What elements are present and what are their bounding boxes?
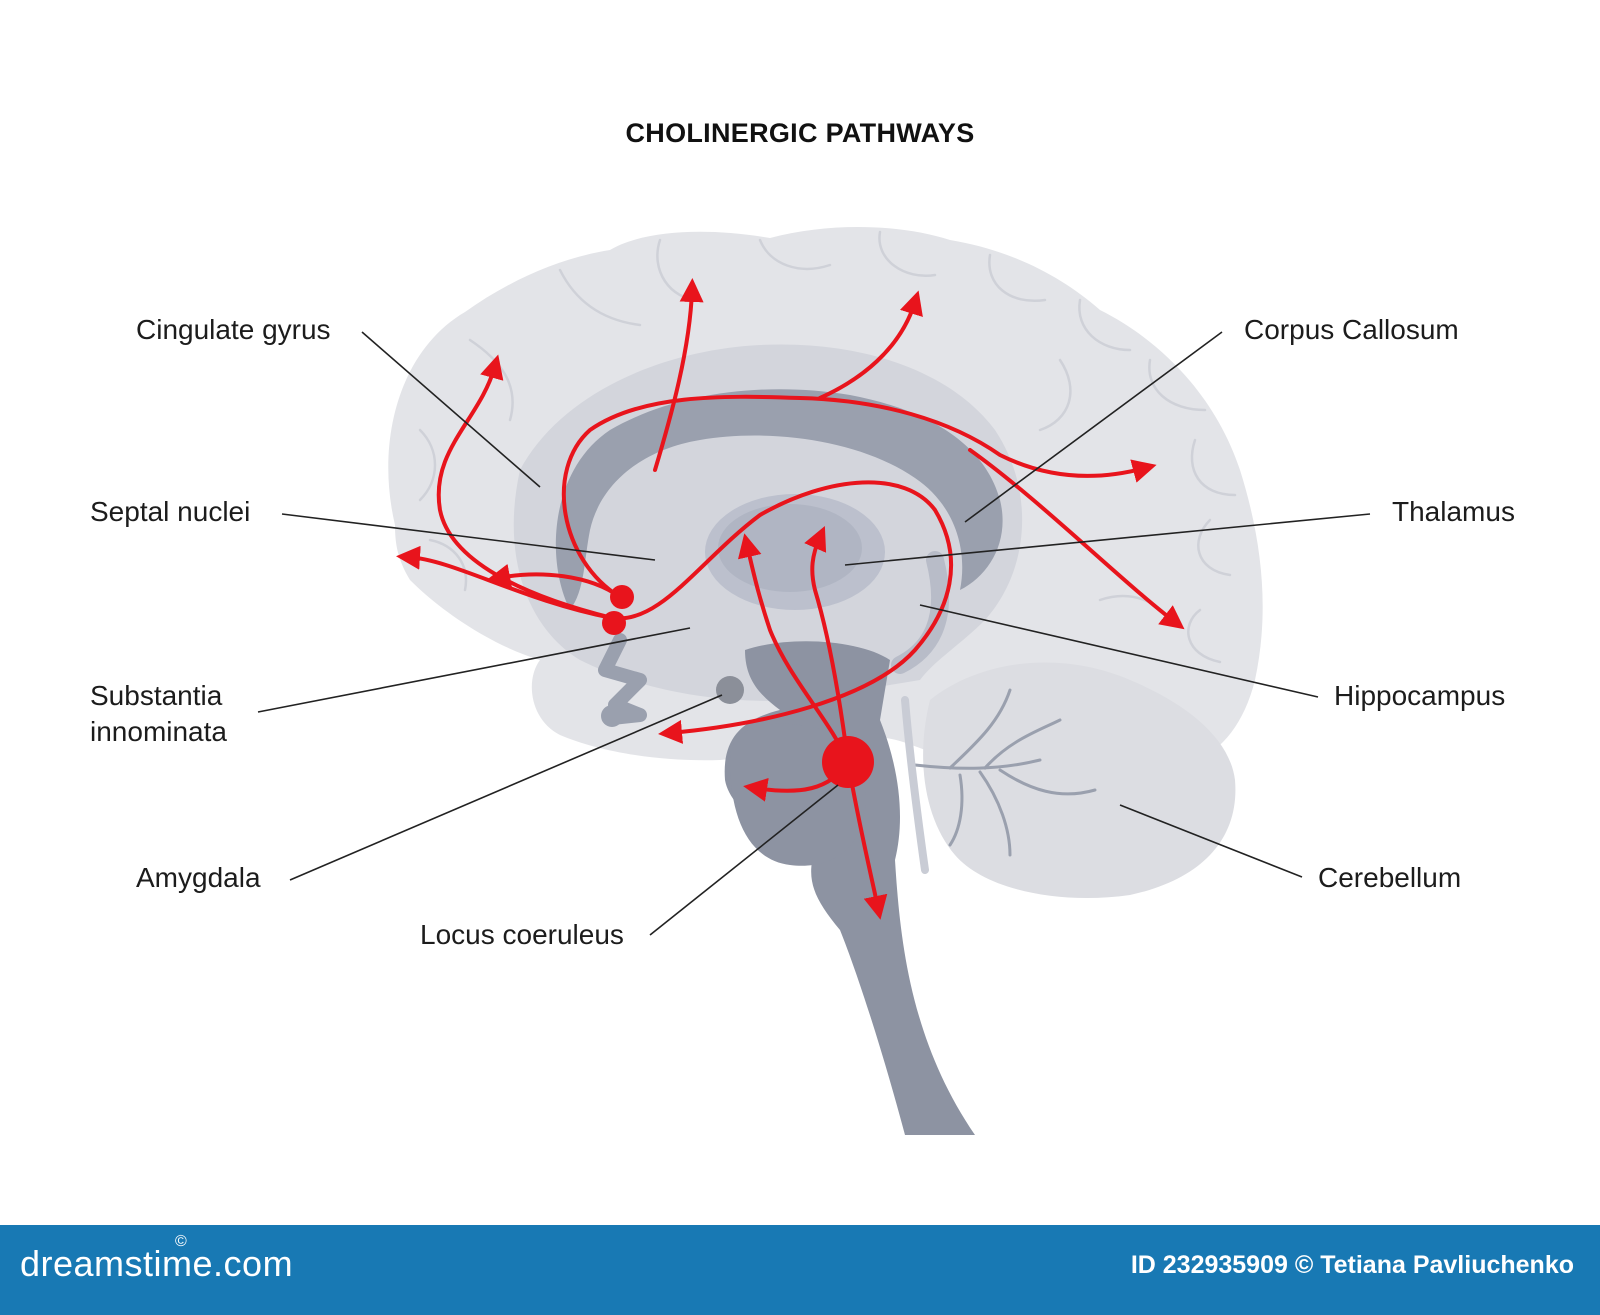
leader-cingulate xyxy=(361,331,541,488)
cholinergic-pathways xyxy=(396,278,1185,920)
leader-locus xyxy=(649,784,839,936)
cortex-gyri xyxy=(418,230,1237,664)
image-credit: ID 232935909 © Tetiana Pavliuchenko xyxy=(1130,1251,1574,1279)
label-corpus-callosum: Corpus Callosum xyxy=(1244,314,1459,345)
label-substantia-line2: innominata xyxy=(90,716,227,747)
pituitary xyxy=(601,705,623,727)
substantia-innominata-dot xyxy=(602,611,626,635)
leader-thalamus xyxy=(844,513,1371,566)
hypothalamus xyxy=(598,633,647,725)
fornix xyxy=(891,551,950,674)
septal-nucleus-dot xyxy=(610,585,634,609)
label-locus-coeruleus: Locus coeruleus xyxy=(420,919,624,950)
label-amygdala: Amygdala xyxy=(136,862,261,893)
cerebellum-shape xyxy=(923,662,1236,899)
amygdala-shape xyxy=(716,676,744,704)
cerebral-aqueduct xyxy=(901,696,929,874)
leader-hippocampus xyxy=(919,604,1319,698)
thalamus-inner xyxy=(718,504,862,592)
brain-diagram xyxy=(257,226,1371,1135)
brand-mark: © xyxy=(175,1233,188,1250)
label-septal-nuclei: Septal nuclei xyxy=(90,496,251,527)
label-cerebellum: Cerebellum xyxy=(1318,862,1462,893)
diagram-stage: CHOLINERGIC PATHWAYS Cingulate gyrus Sep… xyxy=(90,118,1515,1135)
locus-coeruleus-dot xyxy=(822,736,874,788)
leader-amygdala xyxy=(289,694,723,881)
label-hippocampus: Hippocampus xyxy=(1334,680,1506,711)
leader-septal xyxy=(281,513,656,561)
footer-bar: dreamstime.com © ID 232935909 © Tetiana … xyxy=(0,1225,1600,1315)
leader-lines xyxy=(257,331,1371,936)
cerebellum-arbor xyxy=(913,688,1097,857)
label-cingulate-gyrus: Cingulate gyrus xyxy=(136,314,331,345)
leader-cerebellum xyxy=(1119,804,1303,878)
leader-substantia xyxy=(257,627,691,713)
leader-corpus xyxy=(964,331,1223,523)
label-thalamus: Thalamus xyxy=(1392,496,1515,527)
label-substantia-line1: Substantia xyxy=(90,680,223,711)
diagram-title: CHOLINERGIC PATHWAYS xyxy=(625,118,975,148)
brand-text: dreamstime.com xyxy=(20,1243,294,1284)
corpus-callosum xyxy=(555,389,1003,610)
brand-logo[interactable]: dreamstime.com © xyxy=(20,1233,294,1285)
